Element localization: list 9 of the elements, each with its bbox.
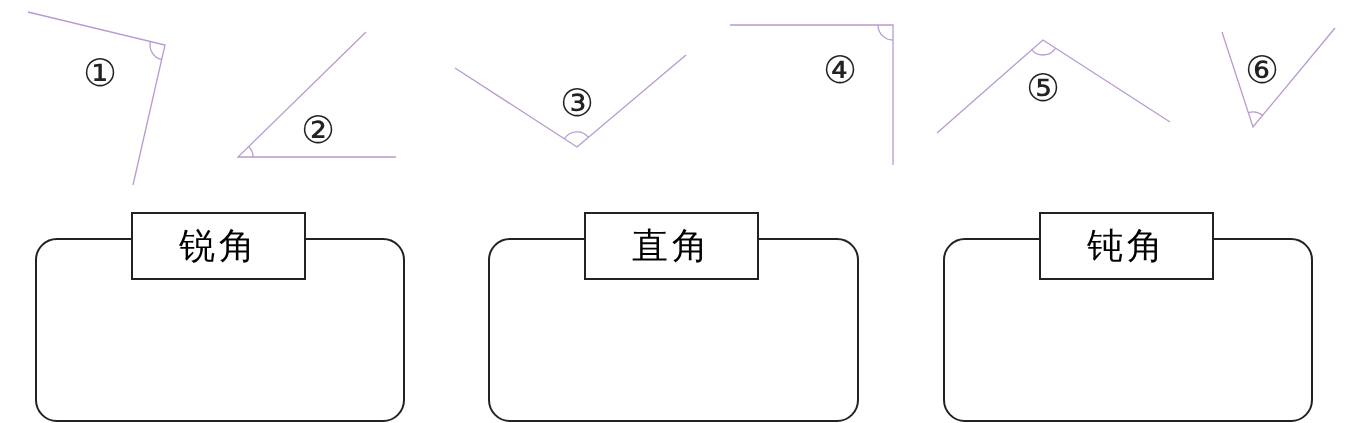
callout-number: ⑤ xyxy=(1026,68,1060,108)
category-heading: 直角 xyxy=(584,212,759,280)
callout-number: ⑥ xyxy=(1245,50,1279,90)
category-heading: 钝角 xyxy=(1039,212,1214,280)
callout-number: ① xyxy=(83,53,117,93)
category-heading: 锐角 xyxy=(131,212,306,280)
callout-number: ④ xyxy=(823,50,857,90)
callout-number: ③ xyxy=(560,83,594,123)
callout-number: ② xyxy=(301,110,335,150)
